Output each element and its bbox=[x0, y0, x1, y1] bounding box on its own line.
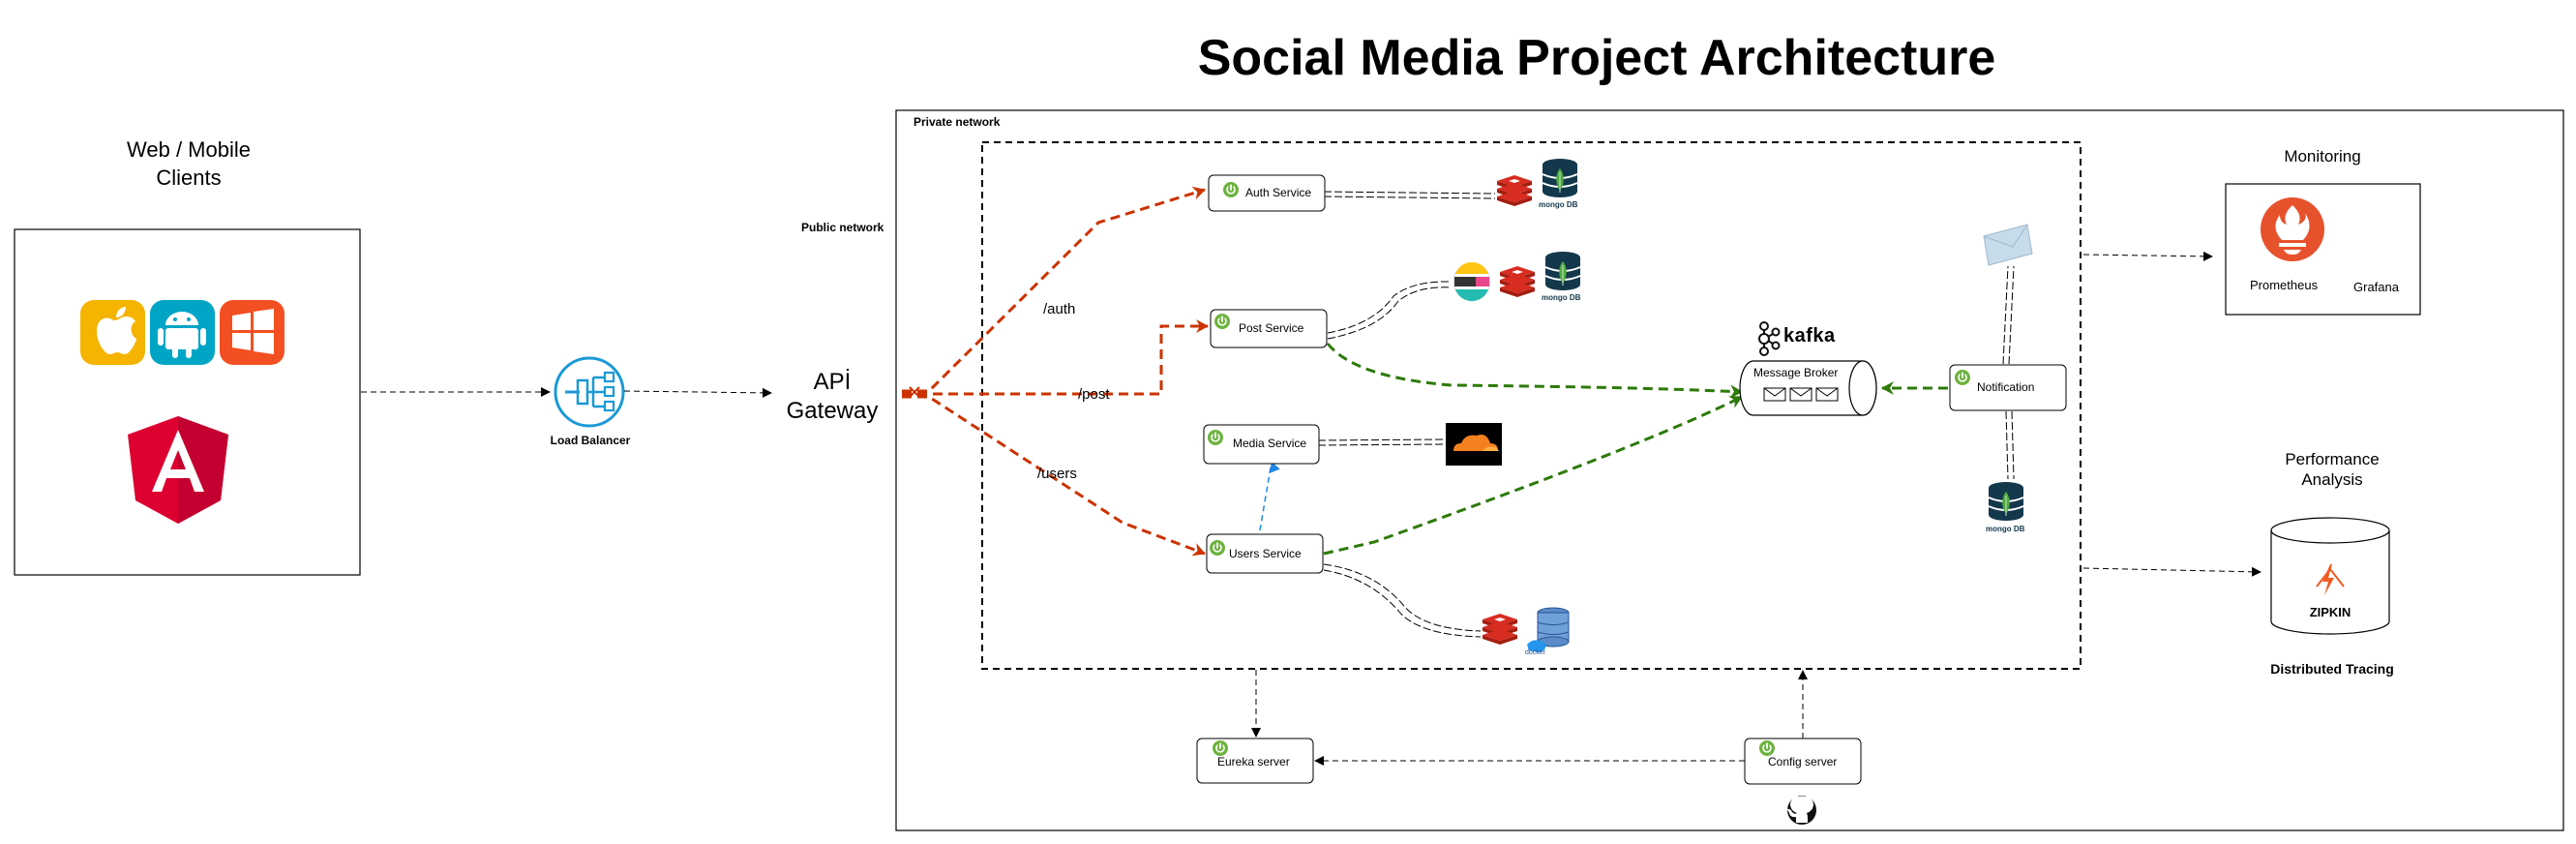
envelope-icon bbox=[1763, 387, 1839, 402]
spring-icon-notification bbox=[1955, 370, 1970, 385]
config-server-label: Config server bbox=[1768, 755, 1838, 769]
mongodb-icon-notification bbox=[1987, 481, 2025, 522]
kafka-label: kafka bbox=[1783, 325, 1836, 347]
spring-icon-config bbox=[1759, 740, 1775, 756]
private-network-label: Private network bbox=[914, 115, 1001, 129]
prometheus-icon bbox=[2261, 197, 2324, 261]
eureka-server-label: Eureka server bbox=[1217, 755, 1290, 769]
users-db-connector bbox=[1323, 563, 1482, 638]
android-icon bbox=[150, 300, 215, 365]
page-title: Social Media Project Architecture bbox=[1197, 30, 1996, 86]
route-auth-label: /auth bbox=[1043, 301, 1076, 317]
docker-db-icon bbox=[1527, 607, 1570, 652]
boundary-to-monitoring-connector bbox=[2082, 251, 2213, 261]
angular-icon bbox=[128, 416, 228, 524]
spring-icon-eureka bbox=[1213, 740, 1228, 756]
route-post-label: /post bbox=[1078, 386, 1110, 403]
public-network-label: Public network bbox=[801, 221, 884, 234]
monitoring-title: Monitoring bbox=[2284, 147, 2361, 166]
users-service-box bbox=[1206, 533, 1324, 574]
redis-icon-users bbox=[1483, 614, 1517, 645]
boundary-to-zipkin-connector bbox=[2082, 566, 2261, 577]
post-service-box bbox=[1210, 309, 1328, 348]
zipkin-label: ZIPKIN bbox=[2309, 605, 2351, 619]
gateway-routes bbox=[902, 186, 1209, 557]
spring-icon-auth bbox=[1223, 182, 1239, 197]
notification-label: Notification bbox=[1977, 380, 2035, 394]
elasticsearch-icon bbox=[1453, 261, 1491, 302]
notification-box bbox=[1949, 364, 2067, 411]
spring-icon-users bbox=[1210, 540, 1225, 556]
users-to-kafka-connector bbox=[1323, 395, 1743, 556]
spring-icon-media bbox=[1208, 430, 1223, 445]
grafana-label: Grafana bbox=[2353, 280, 2399, 294]
auth-service-box bbox=[1208, 174, 1326, 212]
post-to-kafka-connector bbox=[1326, 343, 1743, 399]
post-service-label: Post Service bbox=[1239, 321, 1304, 335]
performance-title-line1: Performance bbox=[2285, 450, 2380, 468]
post-db-connector bbox=[1327, 281, 1453, 340]
media-cloudflare-connector bbox=[1317, 438, 1445, 446]
auth-db-connector bbox=[1323, 191, 1496, 199]
monitoring-box bbox=[2225, 183, 2421, 316]
message-broker-label: Message Broker bbox=[1753, 366, 1839, 379]
mongodb-icon-auth bbox=[1542, 159, 1578, 197]
windows-icon bbox=[220, 300, 285, 365]
mongodb-label-notification: mongo DB bbox=[1986, 525, 2025, 533]
notification-mongo-connector bbox=[2005, 410, 2015, 480]
redis-icon-auth bbox=[1497, 175, 1532, 206]
docker-label: docker bbox=[1525, 649, 1546, 656]
route-auth-connector bbox=[902, 186, 1206, 393]
users-to-media-connector bbox=[1259, 462, 1280, 531]
service-boxes bbox=[1196, 174, 2067, 785]
spring-icon-post bbox=[1214, 314, 1230, 329]
route-post-connector bbox=[902, 319, 1209, 396]
lb-to-gateway-connector bbox=[623, 387, 772, 398]
media-service-box bbox=[1203, 424, 1320, 465]
mongodb-label-post: mongo DB bbox=[1542, 293, 1581, 302]
services-boundary bbox=[981, 141, 2082, 670]
load-balancer-label: Load Balancer bbox=[550, 434, 631, 447]
mail-icon bbox=[1983, 224, 2033, 266]
kafka-logo-icon bbox=[1758, 321, 1781, 356]
distributed-tracing-label: Distributed Tracing bbox=[2270, 661, 2394, 677]
cloudflare-icon bbox=[1446, 423, 1502, 466]
media-service-label: Media Service bbox=[1233, 437, 1307, 450]
users-service-label: Users Service bbox=[1229, 547, 1302, 560]
notification-mail-connector bbox=[2002, 265, 2015, 365]
route-users-label: /users bbox=[1037, 466, 1077, 482]
clients-title-line1: Web / Mobile bbox=[127, 137, 251, 162]
api-gateway-label: APİ Gateway bbox=[764, 368, 900, 426]
performance-analysis-title: Performance Analysis bbox=[2235, 449, 2429, 490]
route-users-connector bbox=[902, 395, 1206, 557]
message-broker-icon bbox=[1739, 360, 1877, 416]
private-network-box bbox=[895, 109, 2564, 831]
mongodb-label-auth: mongo DB bbox=[1539, 200, 1578, 209]
gateway-line2: Gateway bbox=[786, 398, 879, 424]
clients-box bbox=[14, 228, 361, 576]
github-icon bbox=[1786, 795, 1816, 825]
clients-title: Web / Mobile Clients bbox=[92, 136, 285, 192]
prometheus-label: Prometheus bbox=[2250, 278, 2319, 292]
redis-icon-post bbox=[1500, 266, 1535, 297]
apple-icon bbox=[80, 300, 145, 365]
gateway-line1: APİ bbox=[813, 369, 852, 395]
zipkin-icon bbox=[2270, 517, 2390, 635]
auth-service-label: Auth Service bbox=[1245, 186, 1312, 199]
performance-title-line2: Analysis bbox=[2301, 470, 2363, 489]
clients-title-line2: Clients bbox=[156, 166, 222, 190]
load-balancer-icon bbox=[554, 356, 625, 428]
mongodb-icon-post bbox=[1544, 252, 1581, 290]
